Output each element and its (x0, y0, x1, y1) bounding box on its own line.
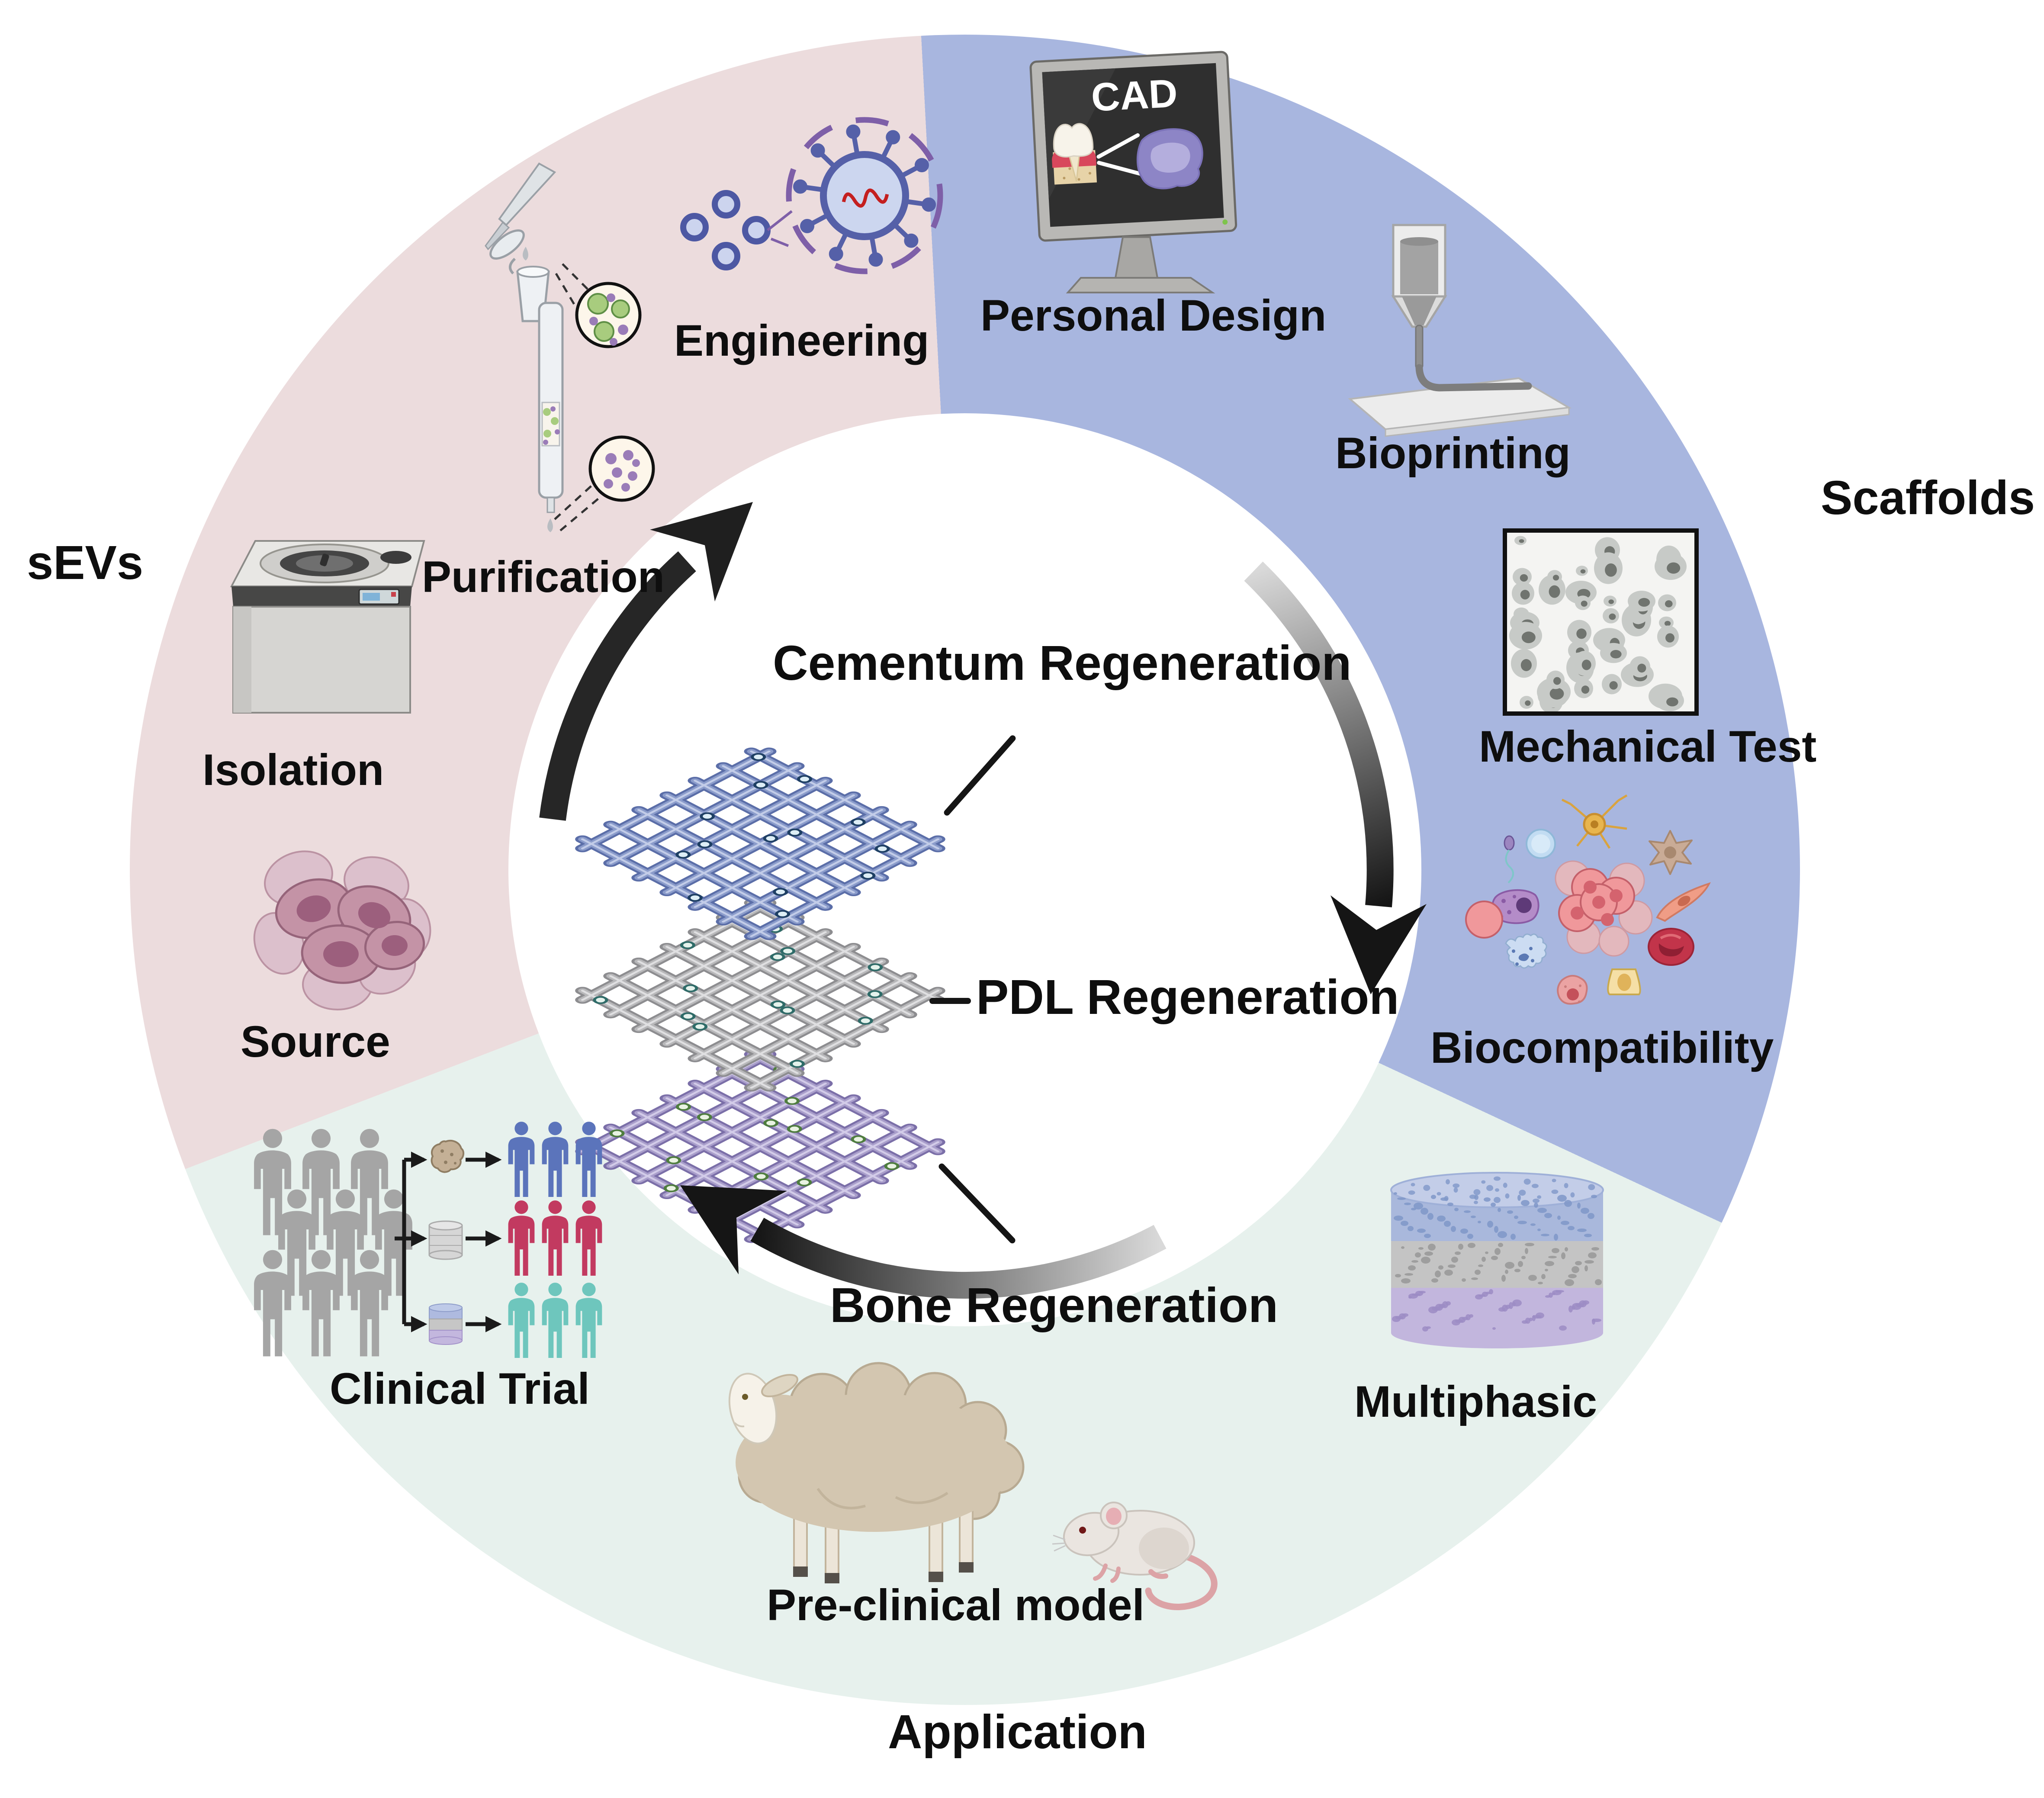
label-biocompatibility: Biocompatibility (1430, 1023, 1774, 1072)
sheep-icon (728, 1362, 1025, 1583)
cad-screen-text: CAD (1090, 71, 1178, 120)
neuron-icon (1561, 794, 1628, 849)
pipette-icon (485, 162, 556, 261)
mouse-icon (1052, 1502, 1218, 1610)
label-multiphasic: Multiphasic (1354, 1377, 1597, 1426)
tooth-cross-section-icon (1052, 123, 1097, 185)
trial-arm-blue (508, 1122, 602, 1197)
pink-cell-icon (1557, 975, 1588, 1005)
fibroblast-icon (1656, 882, 1711, 922)
monophasic-scaffold-mini-icon (428, 1220, 463, 1260)
cad-monitor-icon: CAD (1029, 51, 1237, 293)
purification-icon (485, 162, 655, 532)
sector-label-application: Application (888, 1705, 1147, 1759)
vesicle-inset-pure (588, 435, 655, 502)
label-mechanical-test: Mechanical Test (1479, 722, 1817, 771)
sperm-cell-icon (1504, 835, 1515, 884)
label-clinical-trial: Clinical Trial (330, 1364, 590, 1413)
vesicle-inset-mixed (575, 282, 642, 348)
sector-label-scaffolds: Scaffolds (1821, 471, 2035, 524)
label-isolation: Isolation (202, 745, 384, 794)
engineered-membrane-dashed-circle (786, 117, 943, 274)
source-cells-icon (253, 850, 431, 1010)
spin-column-icon (538, 302, 564, 532)
rna-cargo-icon (842, 188, 889, 208)
patient-cohort-gray (254, 1129, 412, 1357)
label-personal-design: Personal Design (980, 291, 1327, 340)
engineered-vesicle-icon (793, 124, 936, 267)
flow-arrow-scaffolds-to-application (1244, 561, 1427, 994)
label-cementum-regeneration: Cementum Regeneration (773, 636, 1352, 690)
bone-layer (575, 1050, 945, 1243)
label-engineering: Engineering (674, 316, 929, 365)
red-blood-cell-icon (1648, 928, 1694, 966)
label-pdl-regeneration: PDL Regeneration (976, 970, 1399, 1024)
trilayer-mesh-illustration (575, 747, 945, 1243)
sector-label-sevs: sEVs (27, 536, 144, 589)
preclinical-animals-icon (728, 1362, 1218, 1610)
sev-vesicles-icon (680, 190, 771, 270)
multiphasic-scaffold-mini-icon (429, 1303, 463, 1345)
label-purification: Purification (422, 552, 665, 601)
biocompatibility-cells-icon (1465, 794, 1711, 1005)
label-source: Source (241, 1017, 390, 1066)
multiphasic-scaffold-icon (1390, 1172, 1604, 1348)
cementum-layer (575, 747, 945, 940)
isolation-centrifuge-icon (230, 540, 425, 714)
bone-graft-icon (431, 1140, 464, 1173)
randomization-arrows (395, 1151, 502, 1332)
flow-arrow-application-to-sevs (680, 1185, 1167, 1299)
stem-cell-cluster-icon (1465, 860, 1653, 957)
sem-porous-scaffold-image (1503, 528, 1699, 716)
bioprinter-icon (1348, 224, 1572, 437)
label-bioprinting: Bioprinting (1335, 428, 1571, 478)
clinical-trial-icon (254, 1122, 602, 1358)
flow-arrow-sevs-to-scaffolds (539, 502, 753, 821)
engineering-icon (680, 117, 943, 274)
label-preclinical: Pre-clinical model (767, 1580, 1144, 1630)
astrocyte-icon (1649, 830, 1693, 875)
trial-arm-red (508, 1200, 602, 1276)
trial-arm-teal (508, 1283, 602, 1358)
egg-cell-icon (1526, 829, 1556, 859)
pdl-pointer-dash (929, 998, 971, 1004)
macrophage-icon (1505, 933, 1547, 969)
epithelial-cell-icon (1607, 968, 1641, 995)
label-bone-regeneration: Bone Regeneration (830, 1278, 1278, 1332)
